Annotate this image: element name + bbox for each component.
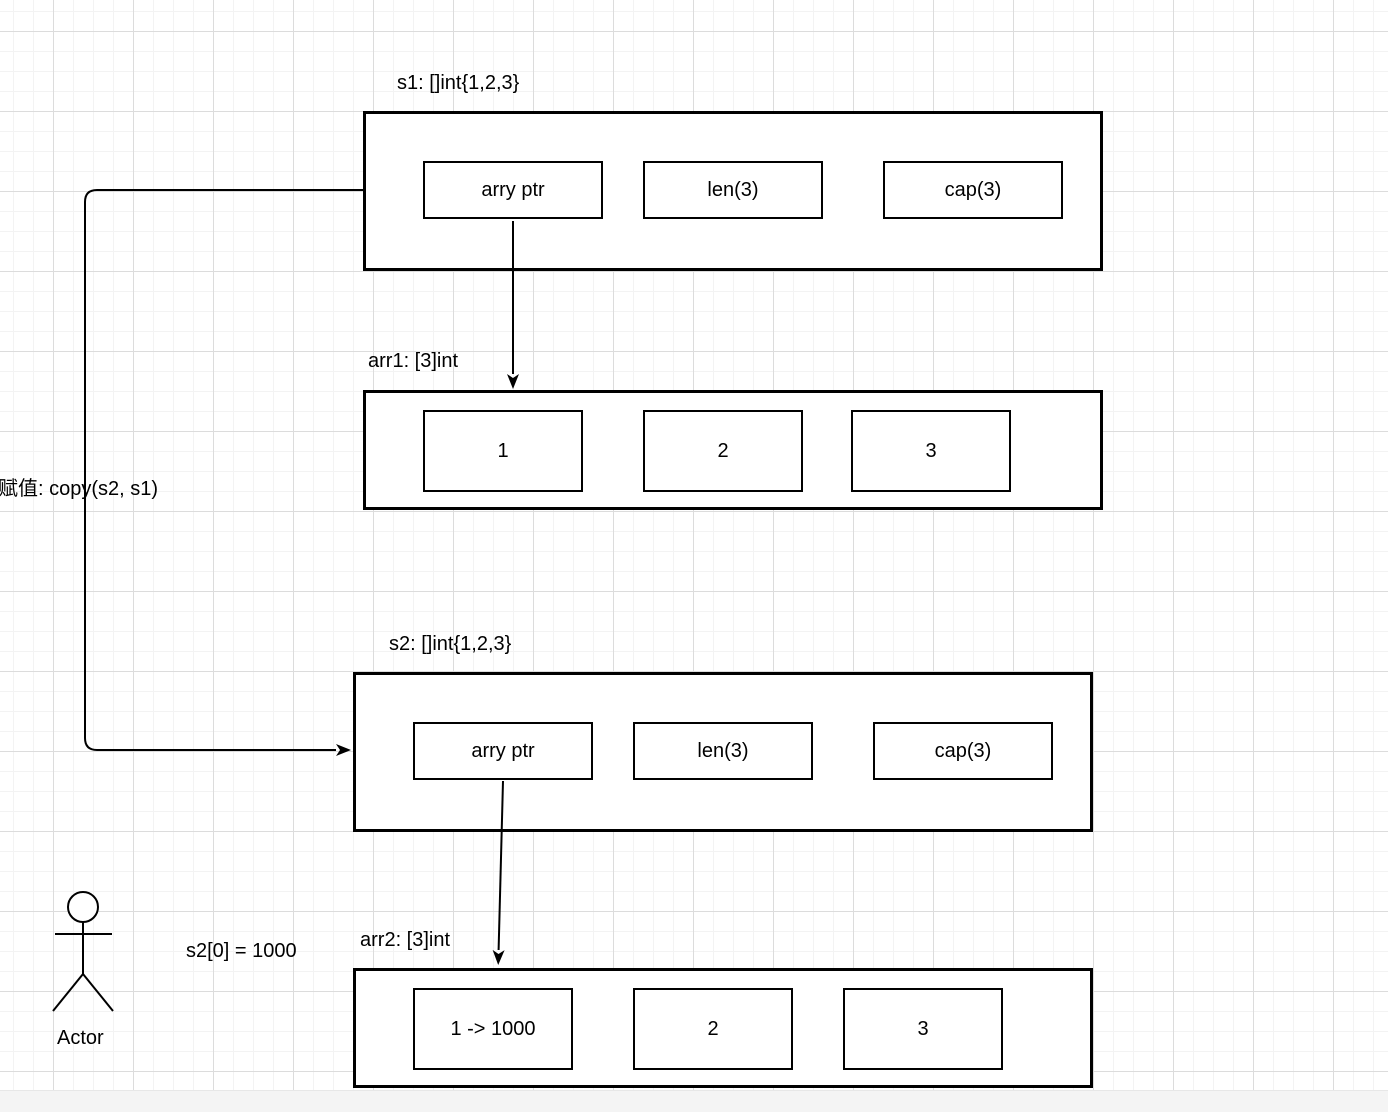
s1-len-cell[interactable]: len(3) — [643, 161, 823, 219]
edge-s2ptr-to-arr2[interactable] — [492, 780, 505, 965]
arr2-value2-cell[interactable]: 3 — [843, 988, 1003, 1070]
assignment-label[interactable]: s2[0] = 1000 — [186, 940, 297, 962]
actor-figure[interactable] — [52, 891, 114, 1012]
arr1-value0-cell[interactable]: 1 — [423, 410, 583, 492]
arr2-title[interactable]: arr2: [3]int — [360, 929, 451, 951]
copy-operation-label[interactable]: 赋值: copy(s2, s1) — [0, 478, 159, 500]
actor-left-leg — [52, 973, 84, 1012]
s1-cap-cell[interactable]: cap(3) — [883, 161, 1063, 219]
actor-head — [67, 891, 99, 923]
actor-right-leg — [82, 973, 114, 1012]
arr2-value0-cell[interactable]: 1 -> 1000 — [413, 988, 573, 1070]
edge-copy-s1-to-s2[interactable] — [84, 189, 363, 756]
arr2-value1-cell[interactable]: 2 — [633, 988, 793, 1070]
s1-arryptr-cell[interactable]: arry ptr — [423, 161, 603, 219]
s2-cap-cell[interactable]: cap(3) — [873, 722, 1053, 780]
s2-title[interactable]: s2: []int{1,2,3} — [389, 633, 512, 655]
canvas-edge-strip — [0, 1090, 1388, 1112]
s2-len-cell[interactable]: len(3) — [633, 722, 813, 780]
actor-label[interactable]: Actor — [57, 1027, 104, 1049]
arr1-value2-cell[interactable]: 3 — [851, 410, 1011, 492]
arr1-value1-cell[interactable]: 2 — [643, 410, 803, 492]
arr1-title[interactable]: arr1: [3]int — [368, 350, 459, 372]
s2-arryptr-cell[interactable]: arry ptr — [413, 722, 593, 780]
s1-title[interactable]: s1: []int{1,2,3} — [397, 72, 520, 94]
